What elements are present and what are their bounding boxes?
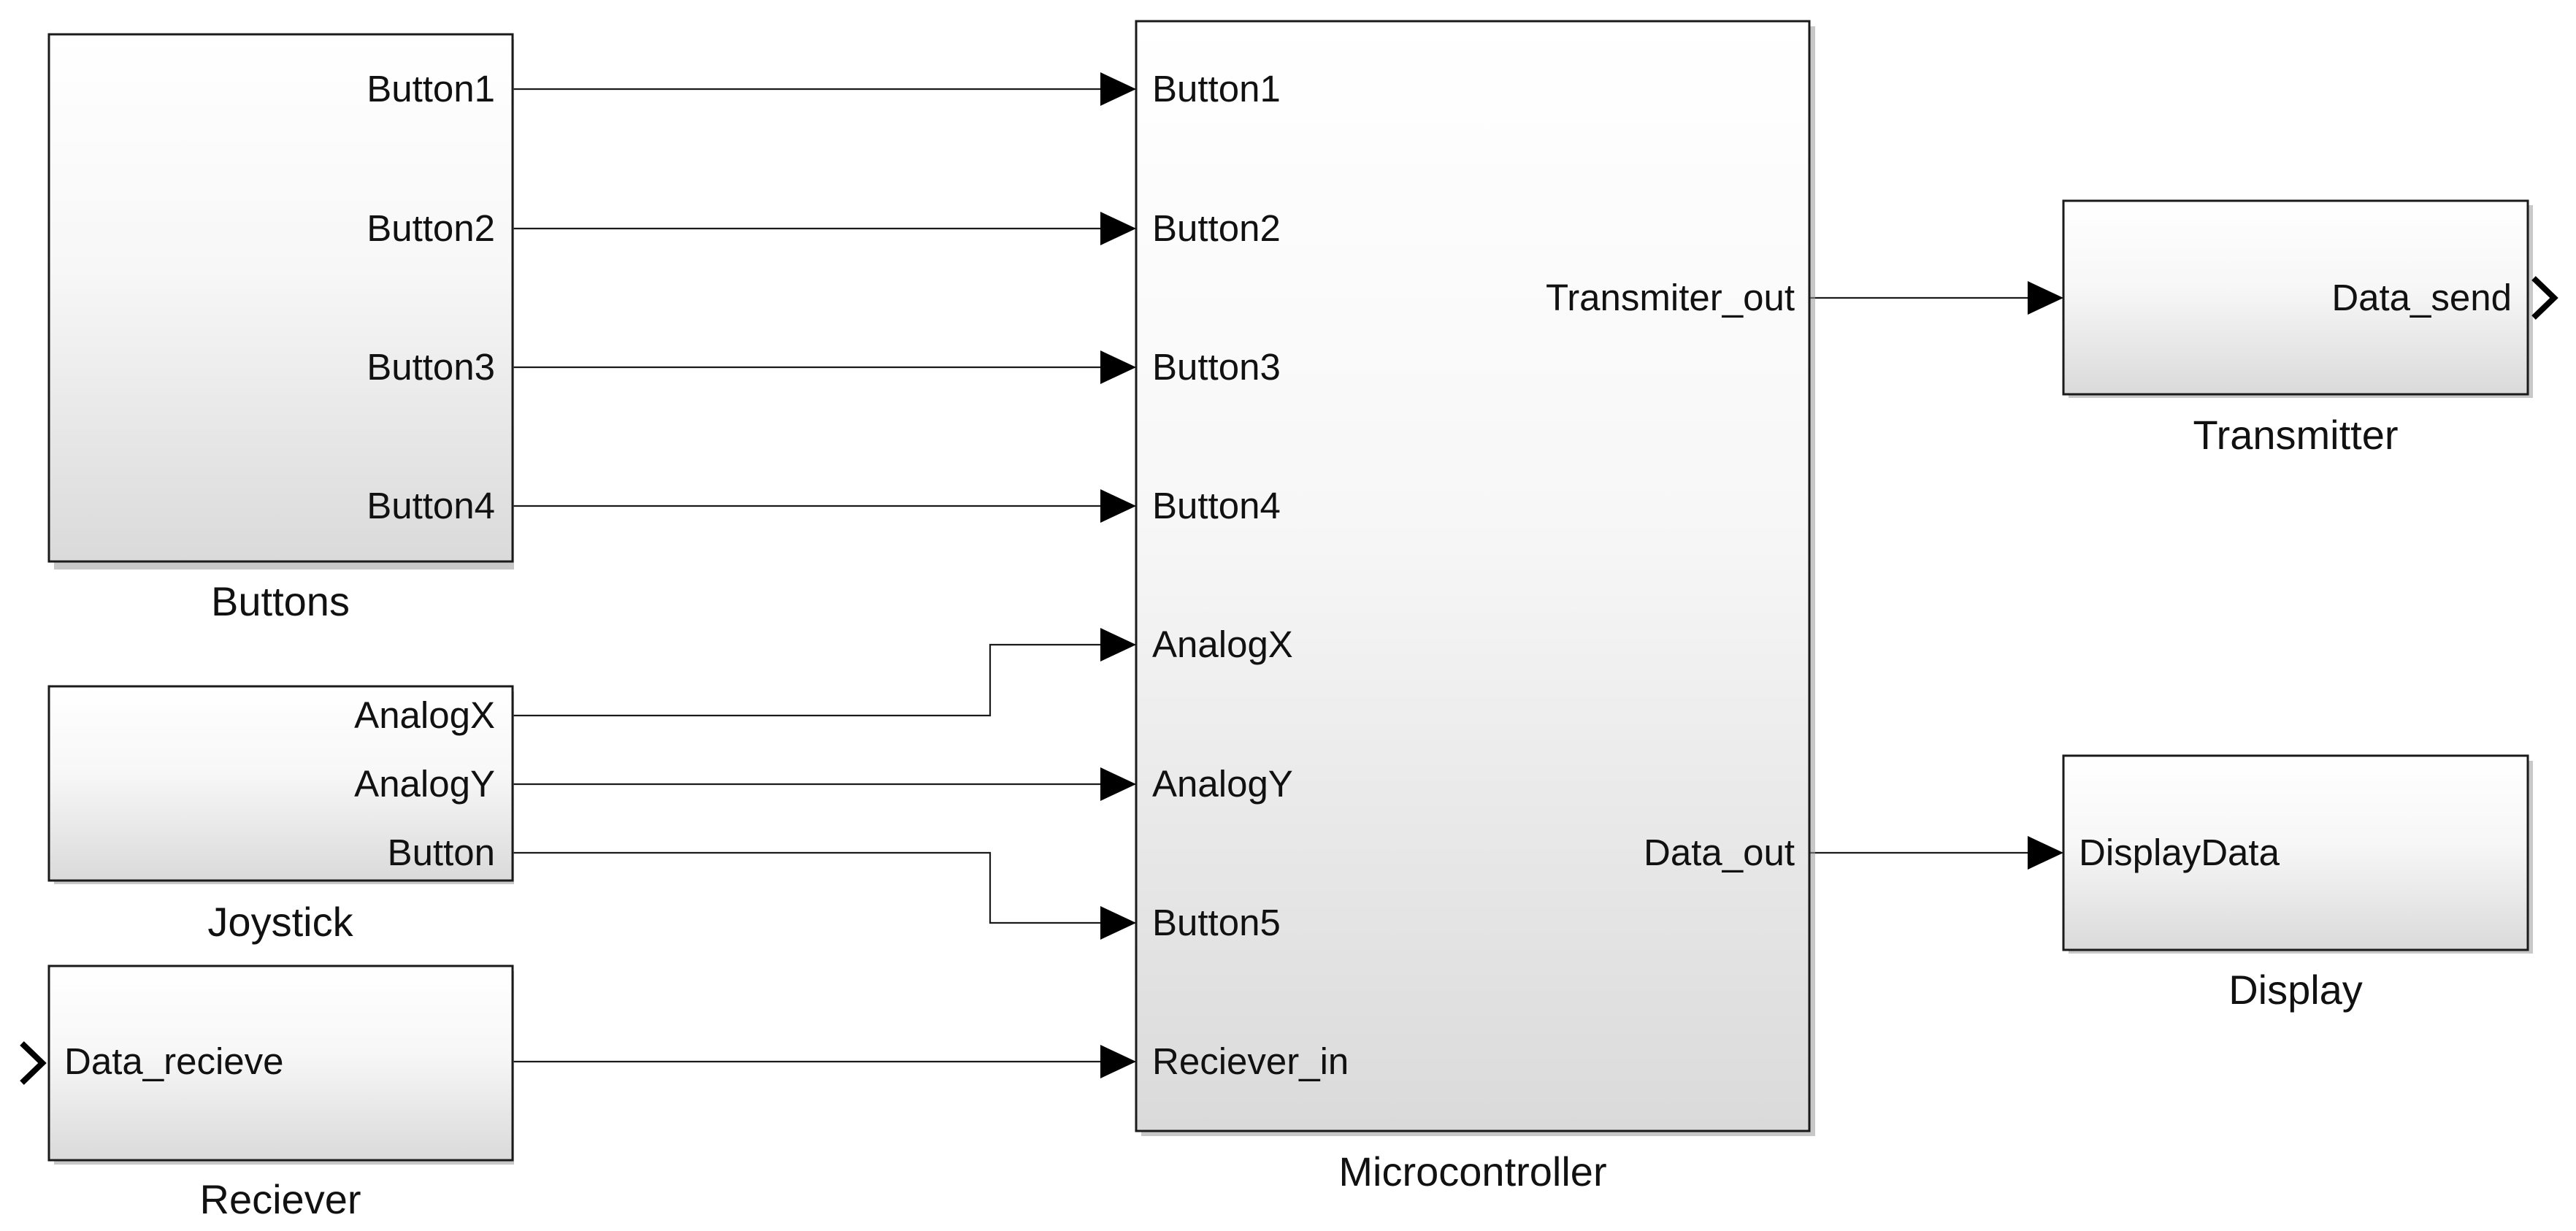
mcu-port-button1: Button1	[1152, 68, 1281, 110]
buttons-port-button3: Button3	[367, 346, 495, 388]
block-microcontroller[interactable]: Button1 Button2 Button3 Button4 AnalogX …	[1100, 20, 1815, 1194]
input-arrow-icon	[1100, 212, 1136, 245]
input-arrow-icon	[2028, 281, 2063, 315]
joystick-port-analogy: AnalogY	[354, 763, 495, 805]
input-arrow-icon	[1100, 628, 1136, 661]
block-microcontroller-body[interactable]	[1135, 20, 1811, 1132]
block-buttons-name: Buttons	[211, 578, 350, 624]
block-joystick[interactable]: AnalogX AnalogY Button Joystick	[47, 685, 514, 945]
input-arrow-icon	[1100, 906, 1136, 940]
transmitter-port-data-send: Data_send	[2331, 277, 2512, 318]
receiver-port-chevron-icon	[20, 1041, 47, 1085]
mcu-port-reciever-in: Reciever_in	[1152, 1040, 1349, 1082]
input-arrow-icon	[1100, 350, 1136, 384]
joystick-port-analogx: AnalogX	[354, 694, 495, 736]
mcu-port-analogy: AnalogY	[1152, 763, 1293, 805]
block-transmitter[interactable]: Data_send Transmitter	[2028, 199, 2558, 458]
receiver-port-data-recieve: Data_recieve	[64, 1040, 284, 1082]
mcu-port-button2: Button2	[1152, 207, 1281, 249]
buttons-port-button4: Button4	[367, 485, 495, 526]
block-receiver[interactable]: Data_recieve Reciever	[20, 965, 514, 1222]
buttons-port-button2: Button2	[367, 207, 495, 249]
signal-lines	[513, 88, 2029, 1063]
block-joystick-body[interactable]	[47, 685, 514, 882]
input-arrow-icon	[2028, 836, 2063, 870]
block-display-name: Display	[2228, 967, 2363, 1013]
block-receiver-name: Reciever	[200, 1176, 361, 1222]
input-arrow-icon	[1100, 489, 1136, 523]
block-transmitter-name: Transmitter	[2193, 412, 2398, 458]
block-microcontroller-name: Microcontroller	[1338, 1148, 1606, 1194]
signal-line-analogx[interactable]	[513, 643, 1104, 717]
block-display[interactable]: DisplayData Display	[2028, 754, 2533, 1013]
transmitter-port-chevron-icon	[2531, 276, 2558, 320]
mcu-port-transmiter-out: Transmiter_out	[1546, 277, 1795, 318]
input-arrow-icon	[1100, 72, 1136, 106]
mcu-port-button4: Button4	[1152, 485, 1281, 526]
block-receiver-body[interactable]	[47, 965, 514, 1162]
signal-line-button5[interactable]	[513, 851, 1104, 924]
block-buttons-body[interactable]	[47, 33, 514, 563]
mcu-port-button5: Button5	[1152, 902, 1281, 943]
block-display-body[interactable]	[2062, 754, 2529, 951]
block-transmitter-body[interactable]	[2062, 199, 2529, 396]
joystick-port-button: Button	[388, 832, 495, 873]
mcu-port-data-out: Data_out	[1644, 832, 1795, 873]
input-arrow-icon	[1100, 767, 1136, 801]
block-buttons[interactable]: Button1 Button2 Button3 Button4 Buttons	[47, 33, 514, 624]
buttons-port-button1: Button1	[367, 68, 495, 110]
mcu-port-analogx: AnalogX	[1152, 624, 1293, 665]
input-arrow-icon	[1100, 1045, 1136, 1078]
mcu-port-button3: Button3	[1152, 346, 1281, 388]
block-joystick-name: Joystick	[207, 899, 353, 945]
display-port-displaydata: DisplayData	[2079, 832, 2280, 873]
